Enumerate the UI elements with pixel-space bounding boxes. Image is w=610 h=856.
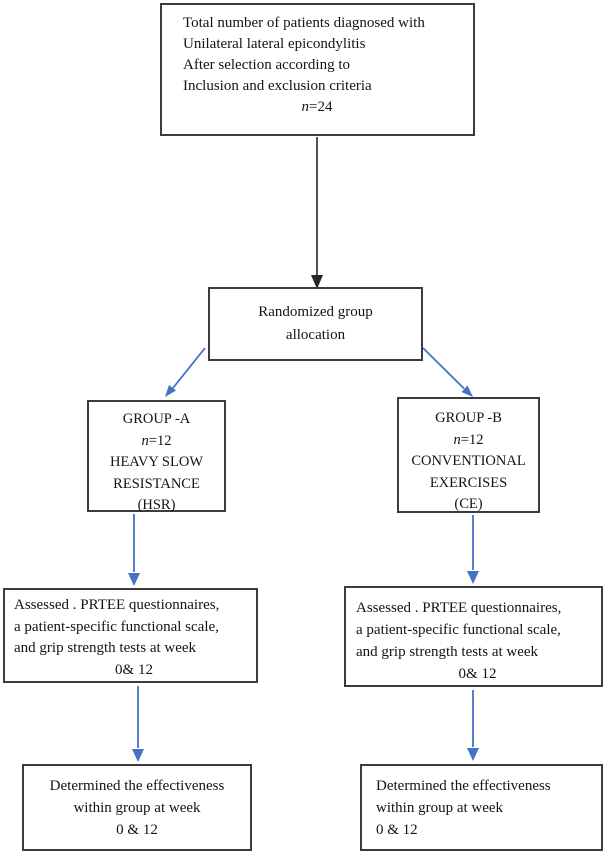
text-line: Unilateral lateral epicondylitis xyxy=(183,36,366,52)
group-title: GROUP -A xyxy=(122,411,191,427)
text-line: 0 & 12 xyxy=(116,822,158,838)
text-line: HEAVY SLOW xyxy=(109,454,204,470)
arrow-group-b-to-assessed-right xyxy=(467,515,479,584)
n-symbol: n xyxy=(301,99,310,115)
box-group-b: GROUP -B n=12 CONVENTIONAL EXERCISES (CE… xyxy=(397,397,540,513)
box-randomized-allocation: Randomized group allocation xyxy=(208,287,423,361)
text-line: and grip strength tests at week xyxy=(356,644,539,660)
arrow-group-a-to-assessed-left xyxy=(128,514,140,586)
sample-size-line: n=12 xyxy=(89,431,224,453)
arrow-head-icon xyxy=(132,749,144,762)
arrow-shaft xyxy=(172,347,206,389)
arrow-assessed-left-to-determined-left xyxy=(132,686,144,762)
arrow-randomized-to-group-b xyxy=(422,347,473,397)
arrow-assessed-right-to-determined-right xyxy=(467,690,479,761)
text-line: EXERCISES xyxy=(429,474,508,491)
text-line: and grip strength tests at week xyxy=(14,640,197,656)
text-line: (HSR) xyxy=(137,497,176,513)
arrow-head-icon xyxy=(165,385,176,397)
text-line: a patient-specific functional scale, xyxy=(14,618,219,635)
text-line: After selection according to xyxy=(183,57,351,73)
n-symbol: n xyxy=(453,431,461,448)
box-total-patients: Total number of patients diagnosed with … xyxy=(160,3,475,136)
arrow-head-icon xyxy=(461,385,473,397)
arrow-shaft xyxy=(422,347,465,390)
arrow-top-to-randomized xyxy=(311,137,323,289)
text-line: Assessed . PRTEE questionnaires, xyxy=(356,600,562,616)
text-line: allocation xyxy=(285,327,346,343)
n-value: =12 xyxy=(148,432,172,449)
box-determined-right: Determined the effectiveness within grou… xyxy=(360,764,603,851)
week-line: 0& 12 xyxy=(458,666,497,682)
text-line: a patient-specific functional scale, xyxy=(356,622,561,638)
n-symbol: n xyxy=(141,432,149,449)
sample-size-line: n=24 xyxy=(183,97,467,118)
arrow-head-icon xyxy=(467,571,479,584)
box-assessed-right: Assessed . PRTEE questionnaires, a patie… xyxy=(344,586,603,687)
n-value: =24 xyxy=(309,99,333,115)
sample-size-line: n=12 xyxy=(399,430,538,452)
text-line: 0 & 12 xyxy=(376,822,418,838)
text-line: Total number of patients diagnosed with xyxy=(183,15,425,31)
text-line: within group at week xyxy=(376,800,504,816)
text-line: (CE) xyxy=(454,496,483,512)
box-determined-left: Determined the effectiveness within grou… xyxy=(22,764,252,851)
box-group-a: GROUP -A n=12 HEAVY SLOW RESISTANCE (HSR… xyxy=(87,400,226,513)
group-title: GROUP -B xyxy=(435,410,502,426)
n-value: =12 xyxy=(460,431,484,448)
text-line: within group at week xyxy=(73,800,201,816)
text-line: RESISTANCE xyxy=(113,475,200,492)
arrow-head-icon xyxy=(128,573,140,586)
text-line: Determined the effectiveness xyxy=(49,778,225,794)
text-line: CONVENTIONAL xyxy=(411,453,526,469)
text-line: Assessed . PRTEE questionnaires, xyxy=(14,597,220,613)
text-line: Inclusion and exclusion criteria xyxy=(183,78,372,94)
arrow-randomized-to-group-a xyxy=(165,347,206,397)
arrow-head-icon xyxy=(467,748,479,761)
box-assessed-left: Assessed . PRTEE questionnaires, a patie… xyxy=(3,588,258,683)
text-line: Determined the effectiveness xyxy=(376,778,551,794)
text-line: Randomized group xyxy=(258,304,373,320)
week-line: 0& 12 xyxy=(115,661,153,678)
